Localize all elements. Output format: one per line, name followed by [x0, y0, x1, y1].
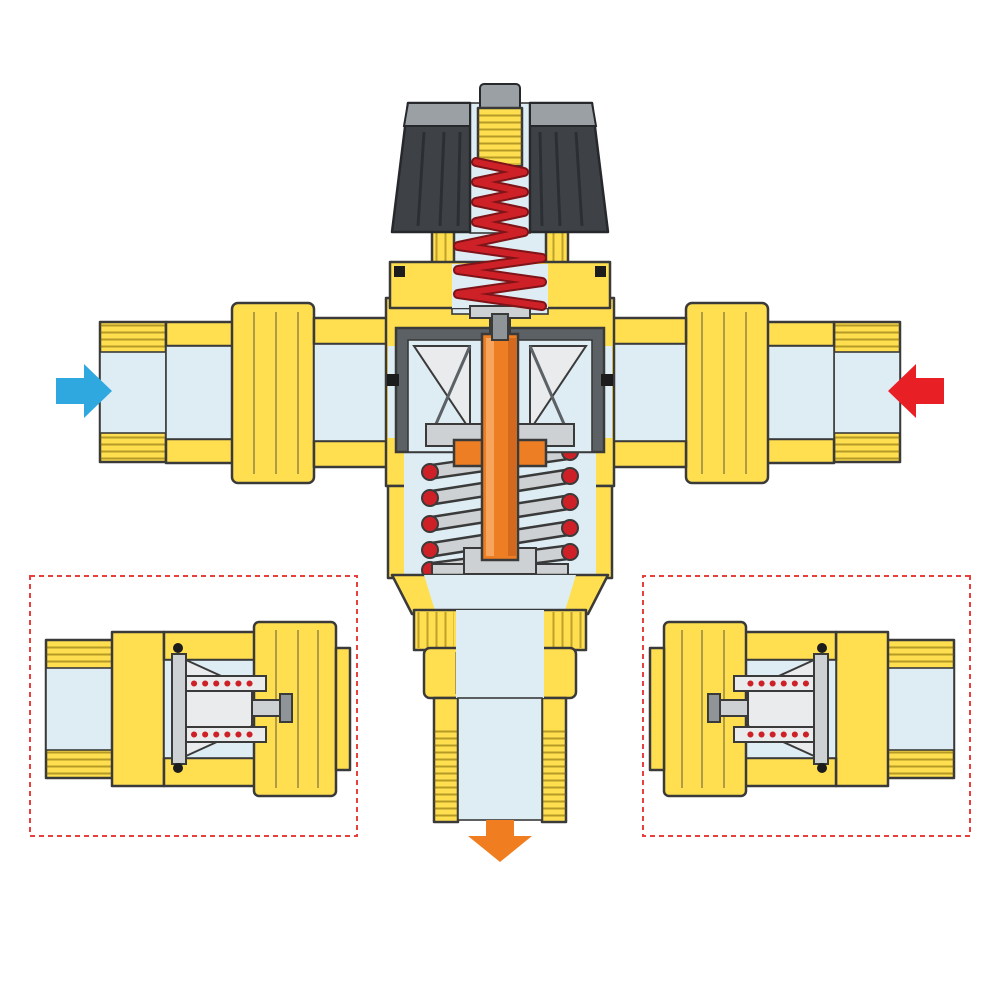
mixed-outlet-arrow-icon [468, 820, 532, 862]
adjustment-spring [453, 157, 547, 311]
knob-top-band [402, 102, 471, 127]
thermostatic-element [452, 319, 548, 562]
hot-inlet-arrow-icon [888, 364, 944, 418]
valve-seat-right [529, 345, 588, 434]
knob-top-band [529, 102, 598, 127]
cold-inlet-arrow-icon [56, 364, 112, 418]
taper-water [424, 575, 576, 614]
right-check-valve-inset [643, 576, 970, 836]
o-ring-seal-icon [601, 374, 613, 386]
o-ring-seal-icon [387, 374, 399, 386]
valve-seat-left [412, 345, 471, 434]
right-inlet-assembly [610, 301, 902, 485]
element-shade [508, 338, 516, 556]
outlet-water-upper [456, 610, 544, 698]
o-ring-seal-icon [595, 266, 606, 277]
element-highlight [486, 338, 494, 556]
element-stem [491, 313, 509, 341]
left-inlet-assembly [98, 301, 390, 485]
o-ring-seal-icon [394, 266, 405, 277]
left-check-valve-inset [30, 576, 357, 836]
outlet-water [457, 697, 543, 821]
adjustment-screw [479, 83, 521, 111]
